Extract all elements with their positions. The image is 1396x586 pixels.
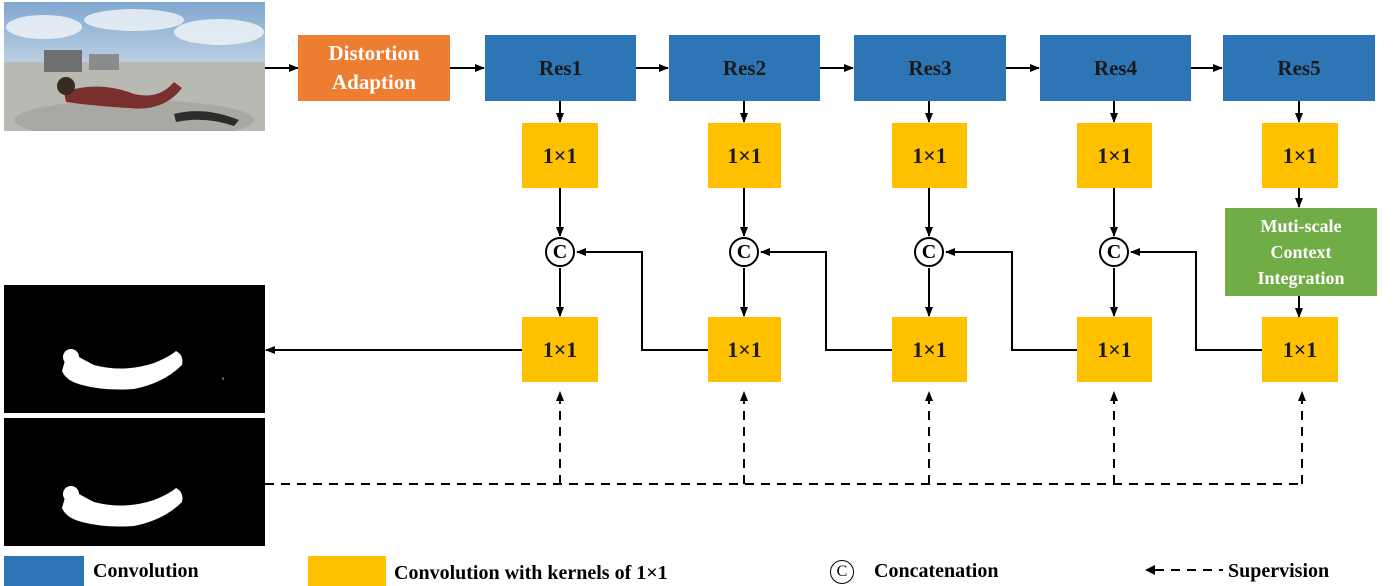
- res3-block: Res3: [854, 35, 1006, 101]
- legend-convolution-label: Convolution: [93, 560, 199, 582]
- legend-concatenation-label: Concatenation: [874, 560, 999, 582]
- conv1x1-bottom-2: 1×1: [708, 317, 781, 382]
- res1-block: Res1: [485, 35, 636, 101]
- conv1x1-top-4: 1×1: [1077, 123, 1152, 188]
- conv1x1-top-5: 1×1: [1262, 123, 1338, 188]
- concat-node-1: C: [545, 237, 575, 267]
- conv1x1-top-3: 1×1: [892, 123, 967, 188]
- conv1x1-top-1: 1×1: [522, 123, 598, 188]
- conv1x1-top-2: 1×1: [708, 123, 781, 188]
- legend-supervision-arrow: [1145, 565, 1223, 575]
- conv1x1-bottom-4: 1×1: [1077, 317, 1152, 382]
- multi-scale-context-integration-block: Muti-scale Context Integration: [1225, 208, 1377, 296]
- legend-supervision-label: Supervision: [1228, 560, 1330, 582]
- predicted-mask-image: [4, 285, 265, 413]
- concat-node-2: C: [729, 237, 759, 267]
- legend-concat-icon: C: [830, 560, 854, 584]
- legend-convolution-swatch: [4, 556, 84, 586]
- conv1x1-bottom-3: 1×1: [892, 317, 967, 382]
- concat-node-4: C: [1099, 237, 1129, 267]
- legend-conv1x1-label: Convolution with kernels of 1×1: [394, 562, 668, 584]
- res5-block: Res5: [1223, 35, 1375, 101]
- conv1x1-bottom-1: 1×1: [522, 317, 598, 382]
- res4-block: Res4: [1040, 35, 1191, 101]
- input-panorama-image: [4, 2, 265, 131]
- concat-node-3: C: [914, 237, 944, 267]
- ground-truth-mask-image: [4, 418, 265, 546]
- conv1x1-bottom-5: 1×1: [1262, 317, 1338, 382]
- legend-conv1x1-swatch: [308, 556, 386, 586]
- distortion-adaption-block: Distortion Adaption: [298, 35, 450, 101]
- res2-block: Res2: [669, 35, 820, 101]
